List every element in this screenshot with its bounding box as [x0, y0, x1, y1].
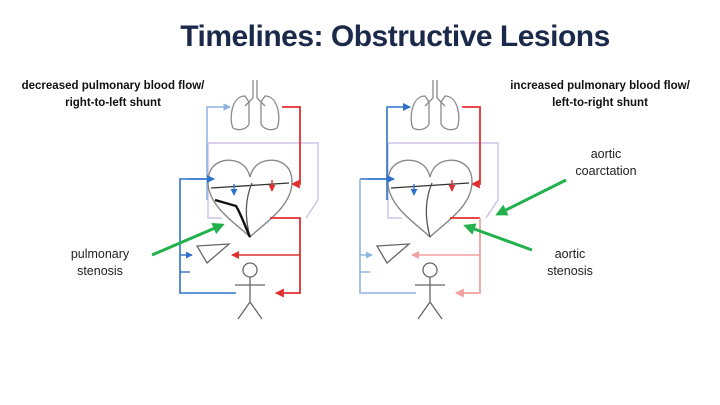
right-diagram — [359, 80, 567, 320]
left-diagram — [151, 80, 319, 320]
right-person-icon — [415, 262, 445, 320]
right-blue-to-lungs — [386, 103, 411, 200]
left-shunt-triangle-icon — [195, 243, 231, 265]
right-header-line-2: left-to-right shunt — [552, 97, 648, 109]
right-green-arrow-aortic-stenosis — [463, 223, 533, 252]
left-purple-loop — [207, 142, 319, 219]
right-header-line-1: increased pulmonary blood flow/ — [510, 80, 690, 92]
right-heart-icon — [387, 159, 473, 238]
label-aortic-stenosis: aortic stenosis — [520, 246, 620, 280]
label-aortic-coarctation-line-1: aortic — [590, 147, 622, 161]
right-heart-septum-horizontal — [390, 182, 470, 189]
label-aortic-coarctation-line-2: coarctation — [575, 164, 637, 178]
left-header-line-1: decreased pulmonary blood flow/ — [21, 80, 205, 92]
label-pulmonary-stenosis-line-1: pulmonary — [70, 247, 130, 261]
label-aortic-stenosis-line-1: aortic — [554, 247, 586, 261]
left-person-icon — [235, 262, 265, 320]
label-pulmonary-stenosis-line-2: stenosis — [77, 264, 123, 278]
right-red-from-lungs — [462, 106, 481, 189]
label-aortic-coarctation: aortic coarctation — [556, 146, 656, 180]
right-green-arrow-coarctation — [495, 178, 567, 216]
left-red-from-lungs — [282, 106, 301, 189]
right-lightred-outflow — [454, 218, 481, 298]
left-lightblue-to-lungs — [206, 103, 231, 200]
left-green-arrow — [151, 223, 225, 257]
right-purple-loop — [387, 142, 499, 219]
left-lungs-icon — [230, 80, 280, 131]
right-shunt-triangle-icon — [375, 243, 411, 265]
label-aortic-stenosis-line-2: stenosis — [547, 264, 593, 278]
label-pulmonary-stenosis: pulmonary stenosis — [55, 246, 145, 280]
left-header: decreased pulmonary blood flow/ right-to… — [3, 78, 223, 112]
slide-title: Timelines: Obstructive Lesions — [180, 20, 610, 53]
right-lungs-icon — [410, 80, 460, 131]
left-heart-septum-horizontal — [210, 182, 290, 189]
left-pulmonary-stenosis-mark — [214, 198, 252, 238]
left-header-line-2: right-to-left shunt — [65, 97, 161, 109]
right-heart-septum-vertical — [425, 182, 433, 238]
right-lightblue-return — [359, 179, 416, 294]
right-header: increased pulmonary blood flow/ left-to-… — [490, 78, 710, 112]
